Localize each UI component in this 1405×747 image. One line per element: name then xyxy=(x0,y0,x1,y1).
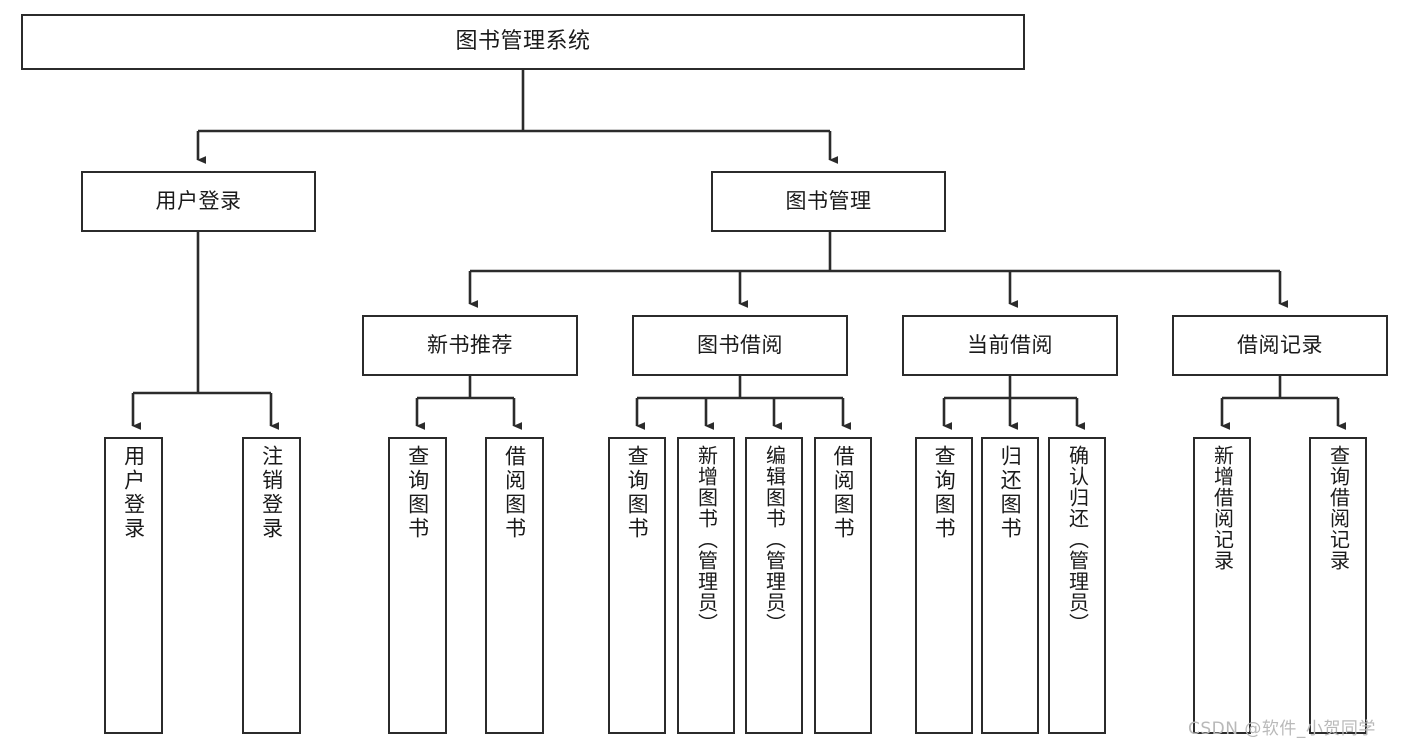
leaf-new-book-borrow[interactable]: 借阅图书 xyxy=(485,437,544,734)
leaf-current-borrow-query[interactable]: 查询图书 xyxy=(915,437,973,734)
node-book-borrow[interactable]: 图书借阅 xyxy=(632,315,848,376)
leaf-book-borrow-edit[interactable]: 编辑图书（管理员） xyxy=(745,437,803,734)
node-user-login-label: 用户登录 xyxy=(155,188,242,213)
leaf-borrow-record-query-label: 查询借阅记录 xyxy=(1326,445,1351,571)
node-book-management-label: 图书管理 xyxy=(785,188,872,213)
leaf-new-book-borrow-label: 借阅图书 xyxy=(502,445,527,541)
leaf-current-borrow-confirm[interactable]: 确认归还（管理员） xyxy=(1048,437,1106,734)
leaf-borrow-record-query[interactable]: 查询借阅记录 xyxy=(1309,437,1367,734)
leaf-book-borrow-add-label: 新增图书（管理员） xyxy=(694,445,719,634)
leaf-borrow-record-add[interactable]: 新增借阅记录 xyxy=(1193,437,1251,734)
leaf-current-borrow-confirm-label: 确认归还（管理员） xyxy=(1065,445,1090,634)
node-root-system-label: 图书管理系统 xyxy=(455,28,591,54)
leaf-new-book-query[interactable]: 查询图书 xyxy=(388,437,447,734)
leaf-new-book-query-label: 查询图书 xyxy=(405,445,430,541)
node-current-borrow-label: 当前借阅 xyxy=(967,332,1053,357)
node-new-book-recommend-label: 新书推荐 xyxy=(427,332,513,357)
node-user-login[interactable]: 用户登录 xyxy=(81,171,316,232)
node-root-system[interactable]: 图书管理系统 xyxy=(21,14,1025,70)
node-book-management[interactable]: 图书管理 xyxy=(711,171,946,232)
node-borrow-record[interactable]: 借阅记录 xyxy=(1172,315,1388,376)
node-new-book-recommend[interactable]: 新书推荐 xyxy=(362,315,578,376)
leaf-book-borrow-borrow-label: 借阅图书 xyxy=(831,445,856,541)
leaf-user-login-logout[interactable]: 注销登录 xyxy=(242,437,301,734)
leaf-user-login-login-label: 用户登录 xyxy=(121,445,146,541)
leaf-user-login-login[interactable]: 用户登录 xyxy=(104,437,163,734)
leaf-book-borrow-query[interactable]: 查询图书 xyxy=(608,437,666,734)
leaf-book-borrow-edit-label: 编辑图书（管理员） xyxy=(762,445,787,634)
leaf-book-borrow-borrow[interactable]: 借阅图书 xyxy=(814,437,872,734)
node-borrow-record-label: 借阅记录 xyxy=(1237,332,1323,357)
leaf-book-borrow-add[interactable]: 新增图书（管理员） xyxy=(677,437,735,734)
leaf-borrow-record-add-label: 新增借阅记录 xyxy=(1210,445,1235,571)
leaf-current-borrow-query-label: 查询图书 xyxy=(932,445,957,541)
leaf-current-borrow-return[interactable]: 归还图书 xyxy=(981,437,1039,734)
leaf-book-borrow-query-label: 查询图书 xyxy=(625,445,650,541)
csdn-watermark: CSDN @软件_小贺同学 xyxy=(1188,719,1376,739)
leaf-current-borrow-return-label: 归还图书 xyxy=(998,445,1023,541)
node-current-borrow[interactable]: 当前借阅 xyxy=(902,315,1118,376)
leaf-user-login-logout-label: 注销登录 xyxy=(259,445,284,541)
node-book-borrow-label: 图书借阅 xyxy=(697,332,783,357)
